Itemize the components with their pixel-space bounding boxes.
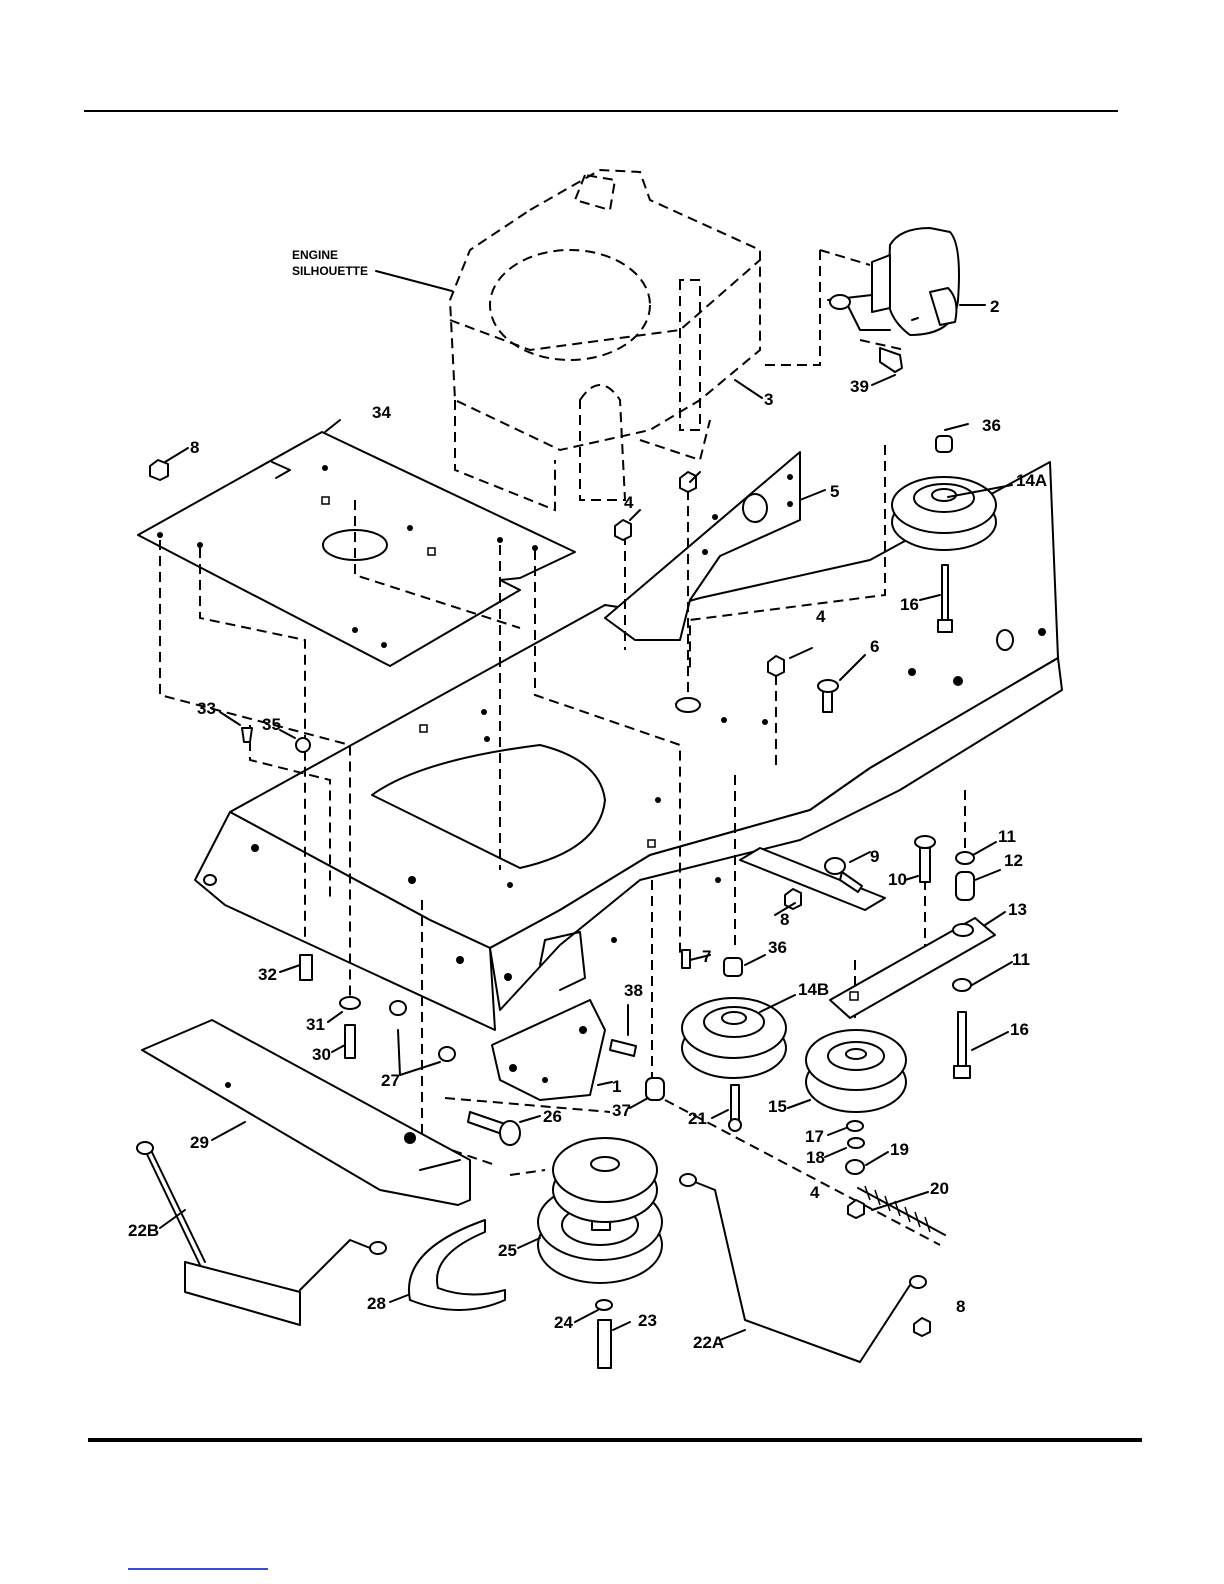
- pulley-14a: [892, 436, 996, 550]
- callout-12: 12: [1004, 851, 1023, 870]
- callout-11a: 11: [998, 827, 1016, 846]
- callout-11b: 11: [1012, 950, 1030, 969]
- callout-8a: 8: [190, 438, 199, 457]
- callout-15: 15: [768, 1097, 787, 1116]
- muffler: [760, 228, 959, 365]
- callout-25: 25: [498, 1241, 517, 1260]
- callout-22b: 22B: [128, 1221, 159, 1240]
- callout-31: 31: [306, 1015, 325, 1034]
- callout-3: 3: [764, 390, 773, 409]
- callout-24: 24: [554, 1313, 573, 1332]
- callout-4b: 4: [816, 607, 826, 626]
- callout-30: 30: [312, 1045, 331, 1064]
- callout-27: 27: [381, 1071, 400, 1090]
- callout-18: 18: [806, 1148, 825, 1167]
- callout-36a: 36: [982, 416, 1001, 435]
- callout-7: 7: [702, 947, 711, 966]
- callout-29: 29: [190, 1133, 209, 1152]
- callout-19: 19: [890, 1140, 909, 1159]
- belt-guide-28: [409, 1220, 505, 1310]
- bolt-39: [860, 340, 905, 372]
- callout-4a: 4: [624, 493, 634, 512]
- engine-leader: [376, 271, 452, 291]
- bracket-1: [492, 1000, 605, 1100]
- callout-23: 23: [638, 1311, 657, 1330]
- callout-26: 26: [543, 1107, 562, 1126]
- callout-39: 39: [850, 377, 869, 396]
- engine-silhouette: [450, 170, 760, 510]
- eye-bolt-9: [740, 848, 885, 910]
- engine-label-line1: ENGINE: [292, 248, 338, 262]
- callout-5: 5: [830, 482, 839, 501]
- callout-22a: 22A: [693, 1333, 724, 1352]
- callout-2: 2: [990, 297, 999, 316]
- callout-8b: 8: [780, 910, 789, 929]
- callout-21: 21: [688, 1109, 707, 1128]
- callout-28: 28: [367, 1294, 386, 1313]
- callout-1: 1: [612, 1077, 621, 1096]
- callout-13: 13: [1008, 900, 1027, 919]
- pulley-15: [806, 1030, 906, 1112]
- callout-6: 6: [870, 637, 879, 656]
- callout-4c: 4: [810, 1183, 820, 1202]
- callout-36b: 36: [768, 938, 787, 957]
- callout-8c: 8: [956, 1297, 965, 1316]
- callout-14b: 14B: [798, 980, 829, 999]
- plate-29: [142, 1020, 470, 1205]
- bolt-21: [729, 1085, 741, 1131]
- callout-16a: 16: [900, 595, 919, 614]
- callout-9: 9: [870, 847, 879, 866]
- bolt-26: [468, 1112, 520, 1145]
- callout-38: 38: [624, 981, 643, 1000]
- callout-32: 32: [258, 965, 277, 984]
- callout-34: 34: [372, 403, 391, 422]
- callout-16b: 16: [1010, 1020, 1029, 1039]
- callout-17: 17: [805, 1127, 824, 1146]
- engine-plate: [138, 432, 575, 666]
- pulley-14b: [682, 958, 786, 1078]
- callout-14a: 14A: [1016, 471, 1047, 490]
- footer-link-underline[interactable]: [128, 1568, 268, 1570]
- callout-20: 20: [930, 1179, 949, 1198]
- callout-35: 35: [262, 715, 281, 734]
- callout-33: 33: [197, 699, 216, 718]
- engine-label-line2: SILHOUETTE: [292, 264, 368, 278]
- footer-rule: [88, 1438, 1142, 1442]
- callout-10: 10: [888, 870, 907, 889]
- callout-37: 37: [612, 1101, 631, 1120]
- double-pulley-25: [538, 1138, 662, 1283]
